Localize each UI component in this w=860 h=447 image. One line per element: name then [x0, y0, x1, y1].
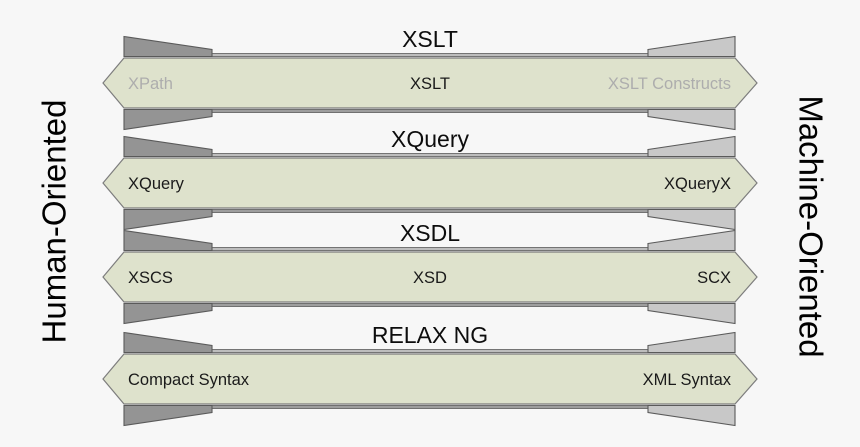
wedge-upper-right — [647, 35, 736, 58]
arrow-label-right: XML Syntax — [643, 371, 732, 389]
lower-rail-line — [123, 209, 736, 213]
wedge-lower-right — [647, 108, 736, 131]
arrow-label-left: XSCS — [128, 269, 173, 287]
arrow-body — [102, 57, 758, 109]
arrow-label-right: SCX — [697, 269, 731, 287]
arrow-label-left: XQuery — [128, 175, 185, 193]
arrow-row: RELAX NG Compact Syntax XML Syntax — [102, 322, 758, 427]
wedge-upper-right — [647, 229, 736, 252]
upper-rail-line — [123, 349, 736, 353]
wedge-upper-right — [647, 331, 736, 354]
row-title: RELAX NG — [372, 322, 488, 348]
wedge-lower-left — [123, 208, 213, 231]
lower-rail-line — [123, 303, 736, 307]
row-title: XSDL — [400, 220, 460, 246]
arrow-label-left: XPath — [128, 75, 173, 93]
upper-rail-line — [123, 53, 736, 57]
arrow-label-center: XSD — [413, 269, 447, 287]
arrow-body — [102, 353, 758, 405]
arrow-body — [102, 251, 758, 303]
wedge-lower-left — [123, 404, 213, 427]
upper-rail-line — [123, 247, 736, 251]
arrow-row: XSDL XSCS XSD SCX — [102, 220, 758, 325]
arrow-label-right: XQueryX — [664, 175, 731, 193]
arrow-row: XSLT XPath XSLT XSLT Constructs — [102, 26, 758, 131]
arrow-label-center: XSLT — [410, 75, 450, 93]
wedge-lower-right — [647, 404, 736, 427]
row-title: XQuery — [391, 126, 469, 152]
wedge-lower-left — [123, 302, 213, 325]
wedge-upper-left — [123, 331, 213, 354]
row-title: XSLT — [402, 26, 458, 52]
axis-label-human-oriented: Human-Oriented — [35, 99, 73, 344]
wedge-lower-right — [647, 302, 736, 325]
arrow-label-left: Compact Syntax — [128, 371, 250, 389]
lower-rail-line — [123, 109, 736, 113]
axis-label-machine-oriented: Machine-Oriented — [792, 95, 830, 358]
arrow-body — [102, 157, 758, 209]
wedge-upper-left — [123, 135, 213, 158]
upper-rail-line — [123, 153, 736, 157]
arrow-label-right: XSLT Constructs — [608, 75, 731, 93]
wedge-lower-left — [123, 108, 213, 131]
wedge-upper-left — [123, 35, 213, 58]
lower-rail-line — [123, 405, 736, 409]
wedge-lower-right — [647, 208, 736, 231]
wedge-upper-right — [647, 135, 736, 158]
wedge-upper-left — [123, 229, 213, 252]
